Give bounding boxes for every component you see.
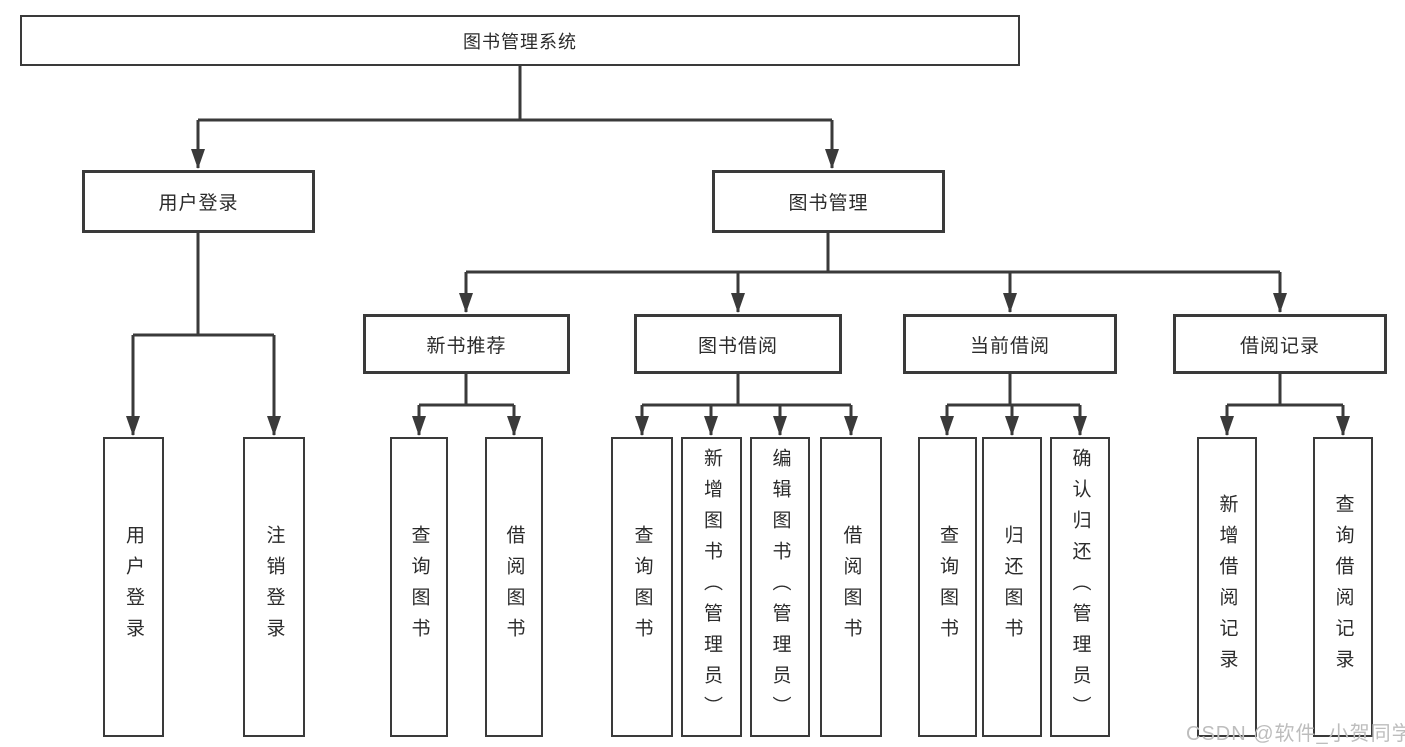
leaf-query-books-current: 查询图书 xyxy=(918,437,977,737)
csdn-watermark: CSDN @软件_小贺同学 xyxy=(1186,723,1405,745)
leaf-query-borrow-record: 查询借阅记录 xyxy=(1313,437,1373,737)
leaf-query-books-recommend: 查询图书 xyxy=(390,437,448,737)
leaf-borrow-books-recommend: 借阅图书 xyxy=(485,437,543,737)
node-library-management-system: 图书管理系统 xyxy=(20,15,1020,66)
leaf-add-borrow-record: 新增借阅记录 xyxy=(1197,437,1257,737)
leaf-confirm-return-admin: 确认归还（管理员） xyxy=(1050,437,1110,737)
node-book-management: 图书管理 xyxy=(712,170,945,233)
leaf-user-login: 用户登录 xyxy=(103,437,164,737)
leaf-return-books: 归还图书 xyxy=(982,437,1042,737)
leaf-borrow-books: 借阅图书 xyxy=(820,437,882,737)
node-new-book-recommend: 新书推荐 xyxy=(363,314,570,374)
leaf-query-books-borrowing: 查询图书 xyxy=(611,437,673,737)
leaf-add-books-admin: 新增图书（管理员） xyxy=(681,437,742,737)
node-borrowing-records: 借阅记录 xyxy=(1173,314,1387,374)
leaf-logout: 注销登录 xyxy=(243,437,305,737)
node-book-borrowing: 图书借阅 xyxy=(634,314,842,374)
node-user-login: 用户登录 xyxy=(82,170,315,233)
leaf-edit-books-admin: 编辑图书（管理员） xyxy=(750,437,810,737)
node-current-borrowing: 当前借阅 xyxy=(903,314,1117,374)
